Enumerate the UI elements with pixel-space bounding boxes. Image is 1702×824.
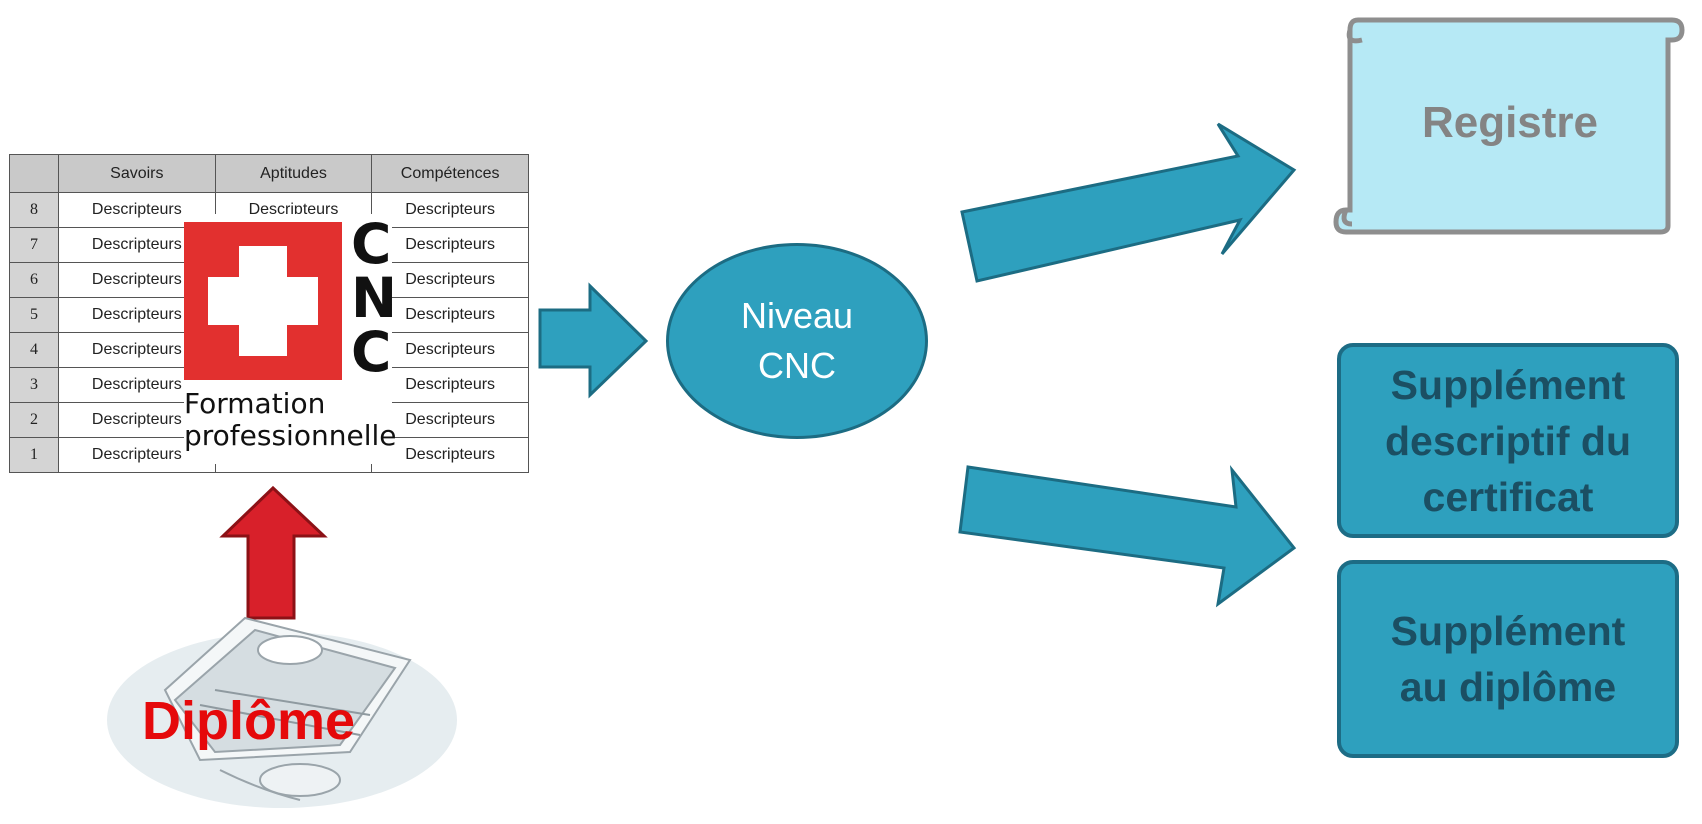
logo-letter-n: N [351,266,398,330]
competences-cell: Descripteurs [371,192,529,228]
supplement-certificat-box: Supplément descriptif du certificat [1337,343,1679,538]
competences-cell: Descripteurs [371,437,529,473]
table-header-aptitudes: Aptitudes [214,154,373,193]
arrow-table-to-niveau [538,282,649,399]
competences-cell: Descripteurs [371,332,529,368]
level-cell: 7 [9,227,59,263]
diplome-sup-line2: au diplôme [1399,664,1617,710]
logo-caption-line1: Formation [184,387,326,420]
level-cell: 6 [9,262,59,298]
niveau-line1: Niveau [740,295,854,336]
supplement-diplome-box: Supplément au diplôme [1337,560,1679,758]
logo-caption: Formation professionnelle [184,388,396,452]
arrow-to-registre [960,122,1297,283]
swiss-cross-icon [184,222,342,380]
level-cell: 2 [9,402,59,438]
level-cell: 8 [9,192,59,228]
certificat-line3: certificat [1422,473,1594,520]
arrow-diplome-up [219,485,328,620]
certificat-line2: descriptif du [1384,417,1632,464]
competences-cell: Descripteurs [371,227,529,263]
niveau-cnc-node: Niveau CNC [666,243,928,439]
scroll-icon [1333,17,1685,235]
table-header-competences: Compétences [371,154,529,193]
diploma-scroll-icon [107,616,457,808]
level-cell: 5 [9,297,59,333]
logo-letter-c2: C [351,320,392,384]
arrow-to-supplements [958,465,1297,608]
level-cell: 4 [9,332,59,368]
level-cell: 1 [9,437,59,473]
diplome-sup-line1: Supplément [1390,608,1626,654]
competences-cell: Descripteurs [371,367,529,403]
certificat-line1: Supplément [1390,361,1626,408]
logo-letter-c1: C [351,212,392,276]
table-header-corner [9,154,59,193]
savoirs-cell: Descripteurs [58,192,216,228]
logo-caption-line2: professionnelle [184,419,397,452]
cnc-logo: C N C Formation professionnelle [184,212,397,464]
registre-label: Registre [1421,98,1599,147]
diplome-label: Diplôme [142,691,356,751]
level-cell: 3 [9,367,59,403]
niveau-line2: CNC [758,345,836,386]
